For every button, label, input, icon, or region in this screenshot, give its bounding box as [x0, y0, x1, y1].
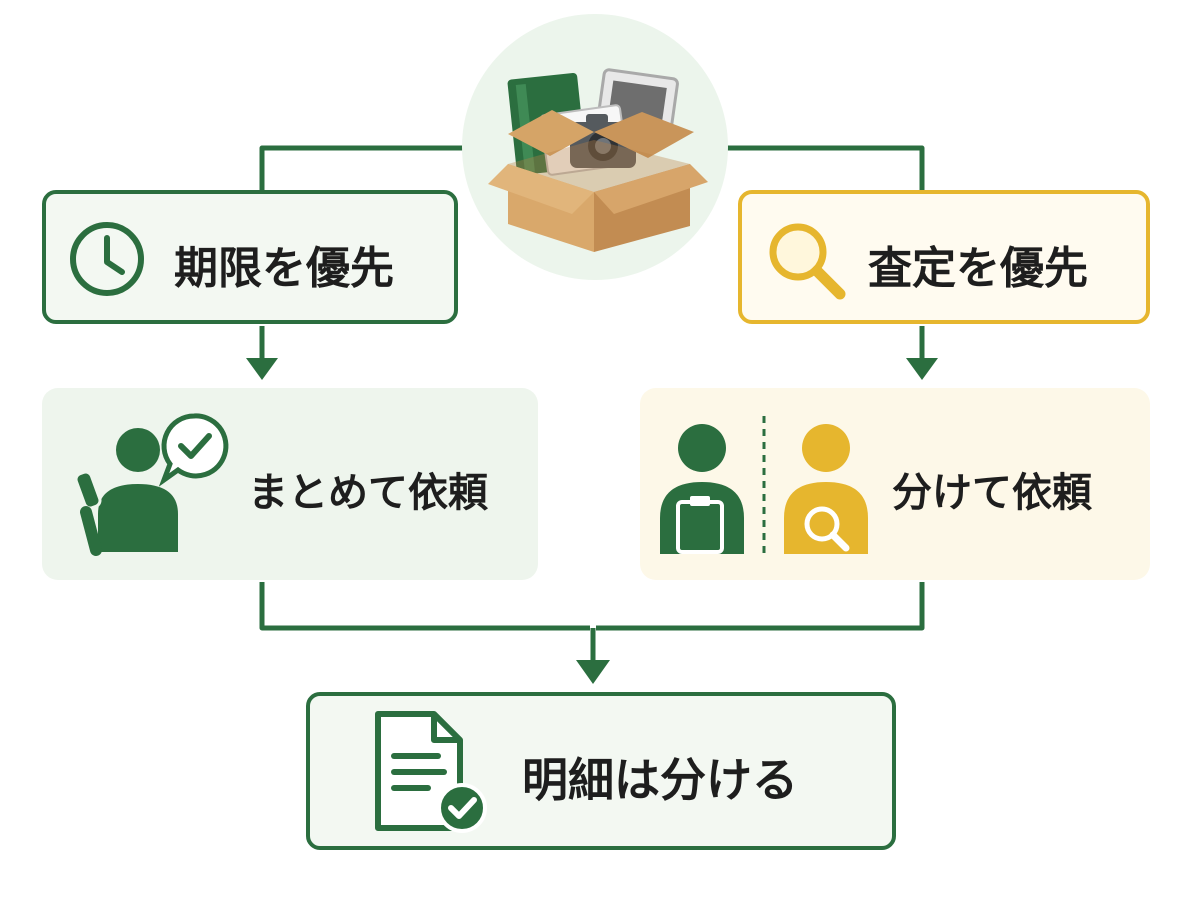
separate-statements-label: 明細は分ける: [522, 753, 798, 807]
deadline-priority-label: 期限を優先: [174, 243, 394, 294]
connector-together-to-merge: [259, 582, 590, 631]
request-separately-box: 分けて依頼: [640, 388, 1150, 580]
connector-hub-to-appraisal: [726, 145, 925, 192]
request-together-label: まとめて依頼: [248, 470, 488, 516]
request-together-box: まとめて依頼: [42, 388, 538, 580]
deadline-priority-box: 期限を優先: [42, 190, 458, 324]
person-phone-chat-check-icon: [74, 413, 229, 556]
clock-icon: [70, 222, 144, 296]
appraisal-priority-label: 査定を優先: [868, 243, 1088, 294]
appraisal-priority-box: 査定を優先: [738, 190, 1150, 324]
request-separately-label: 分けて依頼: [892, 470, 1092, 516]
arrowhead-appraisal-down: [906, 358, 938, 380]
magnifier-icon: [769, 223, 846, 300]
arrowhead-deadline-down: [246, 358, 278, 380]
connector-hub-to-deadline: [259, 145, 466, 192]
cardboard-box-with-items-icon: [488, 68, 708, 252]
document-check-icon: [375, 711, 487, 833]
arrowhead-merge-down: [576, 660, 610, 684]
separate-statements-box: 明細は分ける: [306, 692, 896, 850]
two-persons-clipboard-magnifier-icon: [660, 416, 868, 556]
center-hub: [462, 14, 728, 280]
connector-separate-to-merge: [596, 582, 925, 631]
